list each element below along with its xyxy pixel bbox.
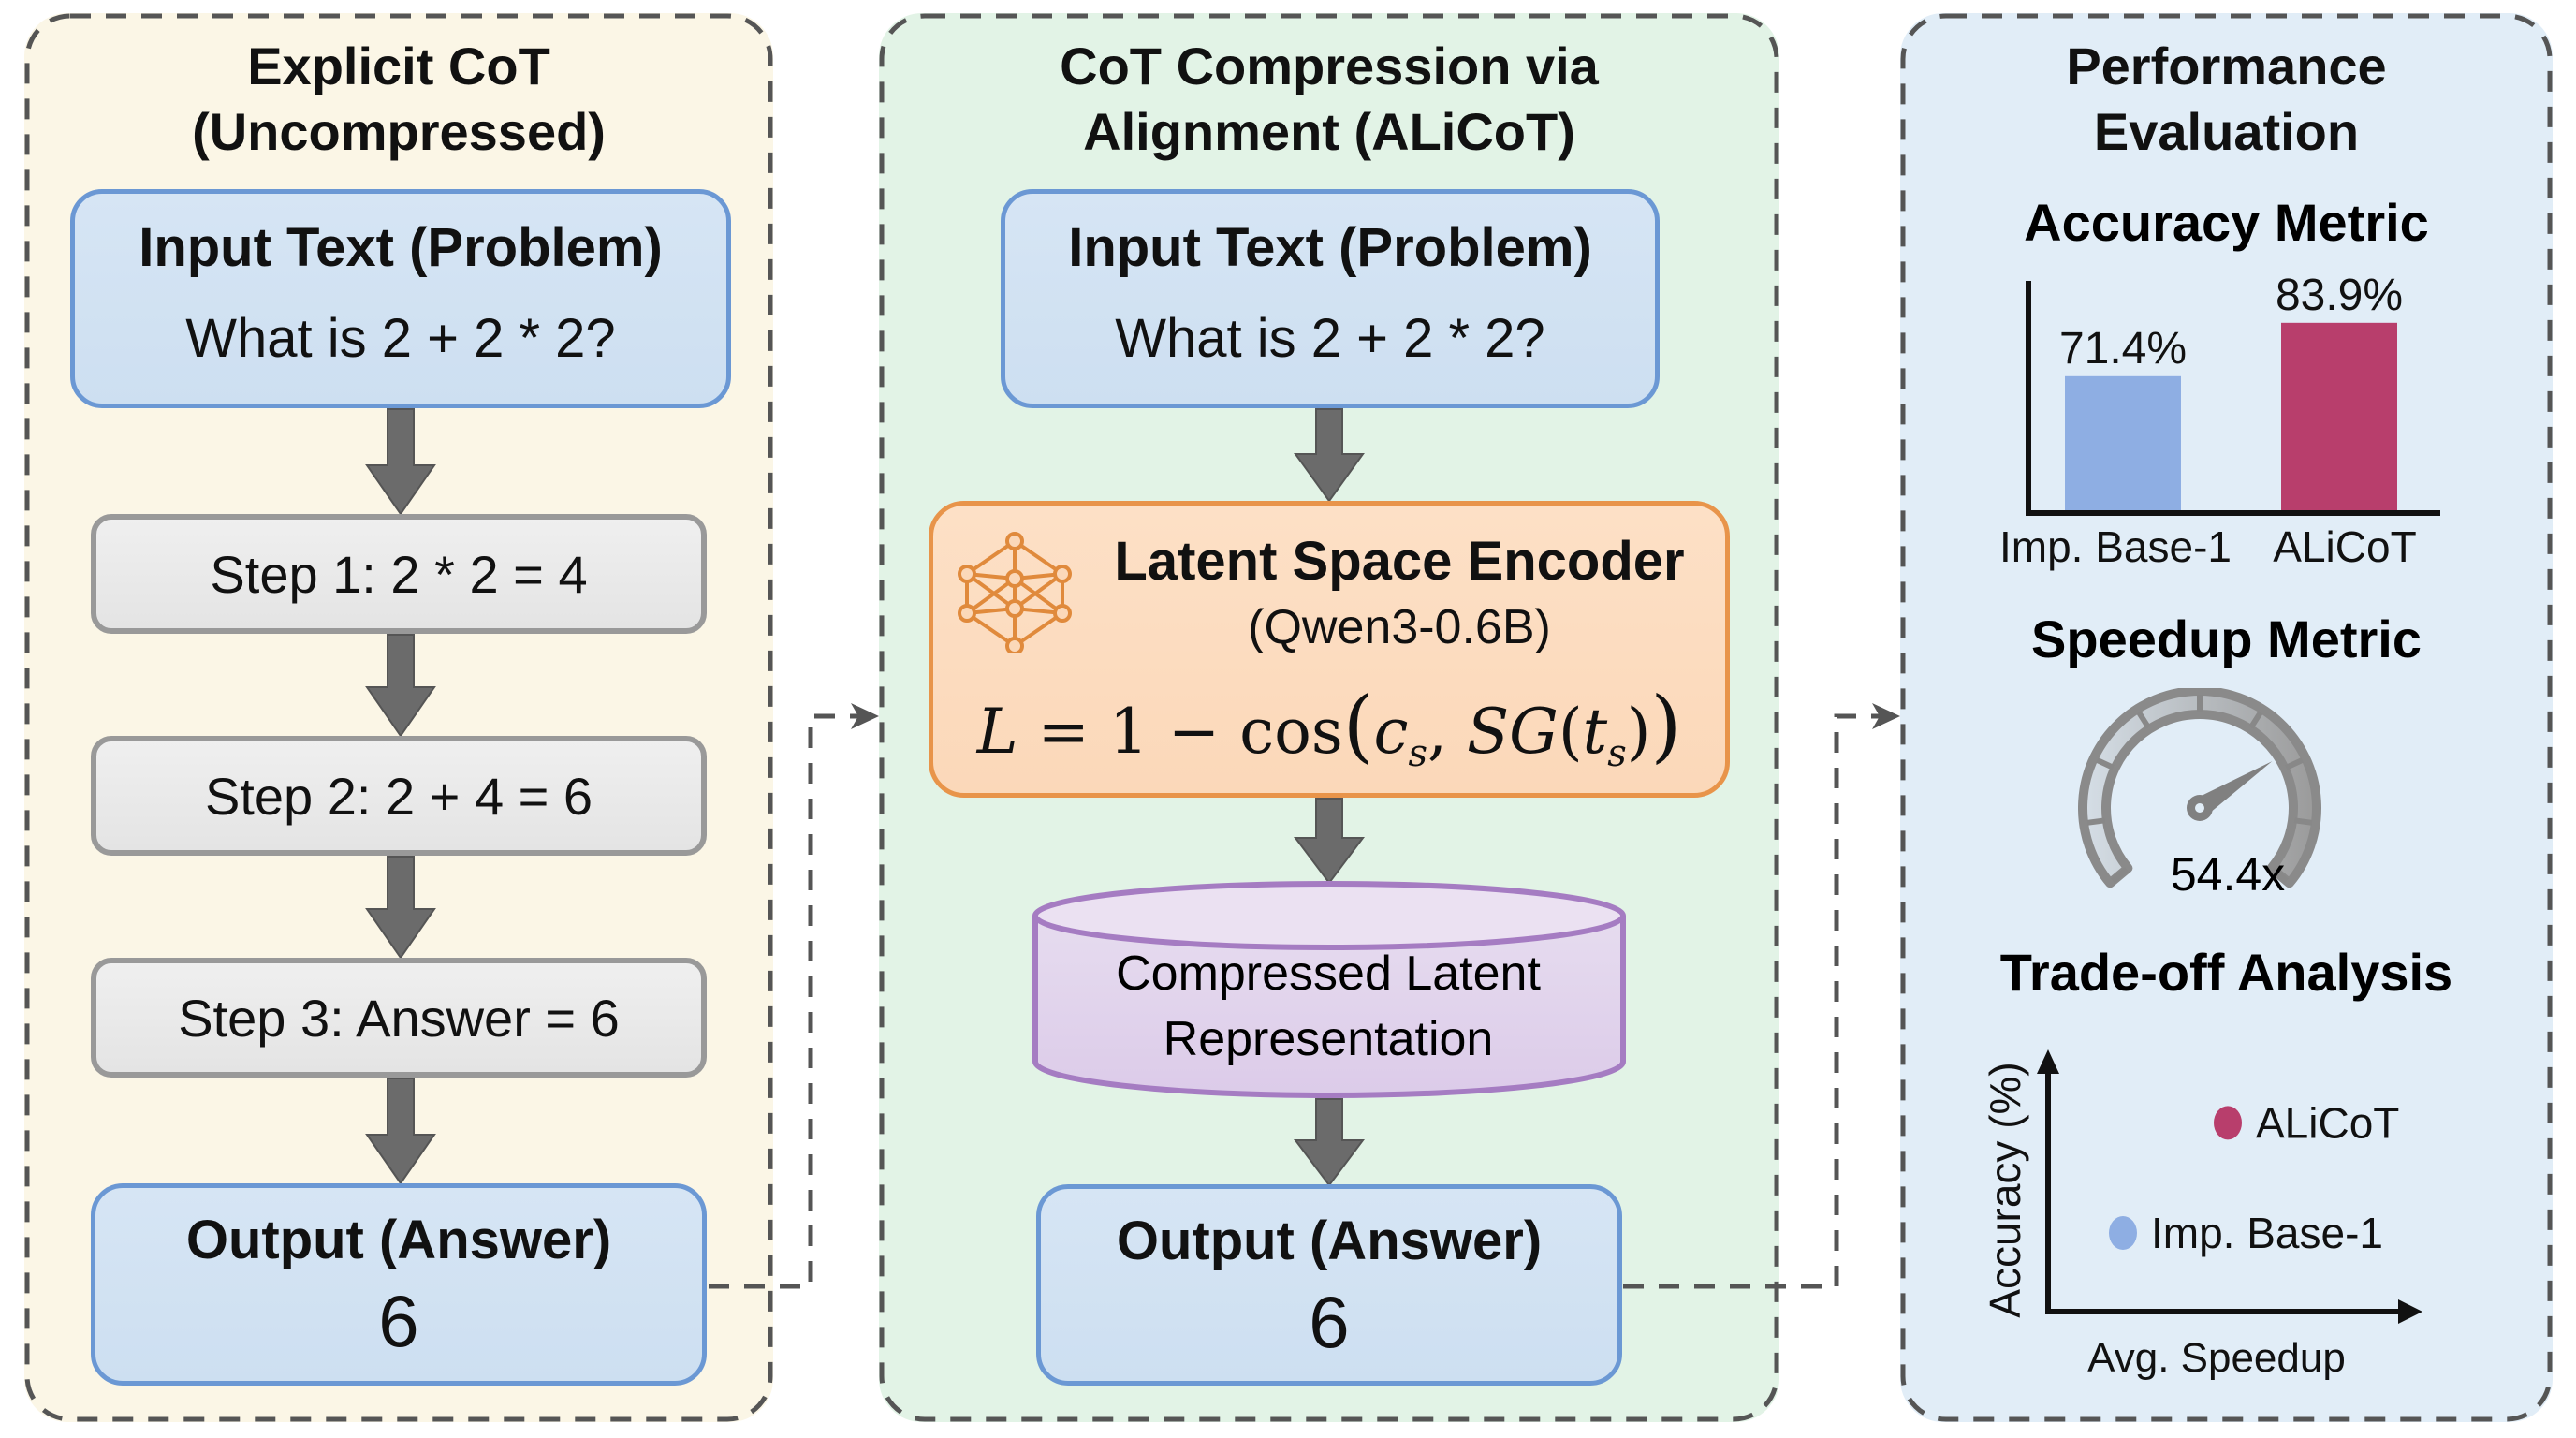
- down-arrow-icon: [1294, 1098, 1365, 1187]
- dashed-connector: [1623, 713, 1887, 1289]
- down-arrow-icon: [365, 856, 436, 960]
- latent-line2: Representation: [1163, 1012, 1494, 1066]
- gauge-tick: [2271, 867, 2289, 884]
- step-text: Step 1: 2 * 2 = 4: [210, 544, 588, 604]
- gauge-tick: [2248, 711, 2263, 729]
- latent-encoder-box: Latent Space Encoder (Qwen3-0.6B) L = 1 …: [929, 501, 1730, 798]
- scatter-point: [2214, 1106, 2242, 1140]
- formula-paren: (: [1342, 680, 1374, 771]
- gauge-tick: [2086, 817, 2106, 826]
- down-arrow-icon: [365, 408, 436, 516]
- bar-value-label: 83.9%: [2276, 271, 2403, 320]
- down-arrow-icon: [365, 634, 436, 738]
- gauge-tick: [2293, 817, 2313, 826]
- tradeoff-analysis-title: Trade-off Analysis: [1999, 943, 2453, 1002]
- step-box: Step 1: 2 * 2 = 4: [91, 514, 707, 634]
- bar-value-label: 71.4%: [2059, 324, 2187, 374]
- formula-one: 1: [1108, 696, 1149, 768]
- step-text: Step 2: 2 + 4 = 6: [204, 766, 593, 826]
- panel-title-line2: Alignment (ALiCoT): [1083, 102, 1575, 161]
- bar-alicot: [2281, 322, 2397, 510]
- scatter-point-label: ALiCoT: [2256, 1098, 2399, 1147]
- explicit-output-box: Output (Answer) 6: [91, 1183, 707, 1386]
- panel-title-line1: CoT Compression via: [1060, 37, 1599, 95]
- connector-arrowhead-icon: [1872, 703, 1900, 729]
- formula-cos: cos: [1239, 696, 1343, 768]
- bar-category-label: ALiCoT: [2273, 522, 2416, 571]
- down-arrow-icon: [365, 1078, 436, 1185]
- gauge-needle: [2194, 761, 2273, 817]
- output-title: Output (Answer): [1116, 1211, 1543, 1271]
- speedup-metric-title: Speedup Metric: [2031, 609, 2422, 668]
- panel-title-line1: Explicit CoT: [247, 37, 550, 95]
- formula-minus: −: [1167, 696, 1221, 768]
- neural-network-icon: [958, 532, 1072, 653]
- speedup-value: 54.4x: [2170, 848, 2286, 901]
- y-axis-arrow-icon: [2037, 1049, 2059, 1074]
- panel-title-line1: Performance: [2066, 37, 2387, 95]
- gauge-arc: [2078, 688, 2321, 888]
- connector-arrowhead-icon: [851, 703, 879, 729]
- formula-L: L: [976, 696, 1018, 768]
- encoder-subtitle: (Qwen3-0.6B): [1248, 600, 1551, 654]
- alicot-input-box: Input Text (Problem) What is 2 + 2 * 2?: [1001, 189, 1660, 408]
- output-title: Output (Answer): [185, 1210, 612, 1270]
- speedup-gauge: [2078, 688, 2321, 888]
- latent-line1: Compressed Latent: [1116, 946, 1541, 1001]
- formula-sg: SG: [1466, 696, 1559, 768]
- encoder-title: Latent Space Encoder: [1114, 531, 1685, 592]
- y-axis-label: Accuracy (%): [1981, 1062, 2029, 1317]
- input-value: What is 2 + 2 * 2?: [1115, 308, 1545, 369]
- gauge-tick: [2111, 867, 2129, 884]
- formula-sub-s: s: [1607, 732, 1627, 776]
- gauge-tick: [2136, 711, 2151, 729]
- tradeoff-scatter: Avg. Speedup Accuracy (%) ALiCoT Imp. Base-…: [1981, 1049, 2422, 1381]
- x-axis-label: Avg. Speedup: [2087, 1335, 2346, 1381]
- alicot-output-box: Output (Answer) 6: [1036, 1184, 1622, 1386]
- panel-title-line2: (Uncompressed): [192, 102, 606, 161]
- formula-sub-s: s: [1408, 732, 1427, 776]
- down-arrow-icon: [1294, 798, 1365, 885]
- accuracy-metric-title: Accuracy Metric: [2024, 193, 2429, 252]
- scatter-point: [2109, 1216, 2137, 1250]
- formula-paren: ): [1650, 680, 1682, 771]
- step-box: Step 2: 2 + 4 = 6: [91, 736, 707, 856]
- input-title: Input Text (Problem): [139, 217, 663, 278]
- loss-formula: L = 1 − cos(cs, SG(ts)): [976, 680, 1682, 776]
- x-axis-arrow-icon: [2398, 1299, 2422, 1324]
- bar-category-label: Imp. Base-1: [2003, 522, 2232, 571]
- gauge-hub-center: [2195, 803, 2204, 813]
- accuracy-bar-chart: 71.4% Imp. Base-1 83.9% ALiCoT: [2003, 271, 2440, 571]
- explicit-input-box: Input Text (Problem) What is 2 + 2 * 2?: [70, 189, 731, 408]
- scatter-point-label: Imp. Base-1: [2151, 1209, 2383, 1257]
- dashed-connector: [709, 713, 866, 1289]
- gauge-tick: [2285, 757, 2304, 770]
- step-box: Step 3: Answer = 6: [91, 958, 707, 1078]
- formula-comma: ,: [1427, 696, 1447, 768]
- formula-eq: =: [1037, 696, 1090, 768]
- panel-title-line2: Evaluation: [2093, 102, 2360, 161]
- output-value: 6: [1309, 1281, 1350, 1363]
- down-arrow-icon: [1294, 408, 1365, 503]
- gauge-tick: [2096, 757, 2115, 770]
- step-text: Step 3: Answer = 6: [178, 988, 620, 1048]
- input-value: What is 2 + 2 * 2?: [185, 308, 616, 369]
- output-value: 6: [378, 1280, 419, 1362]
- latent-representation-cylinder: [1032, 881, 1626, 1098]
- bar-imp-base-1: [2065, 375, 2181, 510]
- formula-c: c: [1373, 696, 1409, 768]
- formula-t: t: [1582, 696, 1608, 768]
- input-title: Input Text (Problem): [1068, 217, 1592, 278]
